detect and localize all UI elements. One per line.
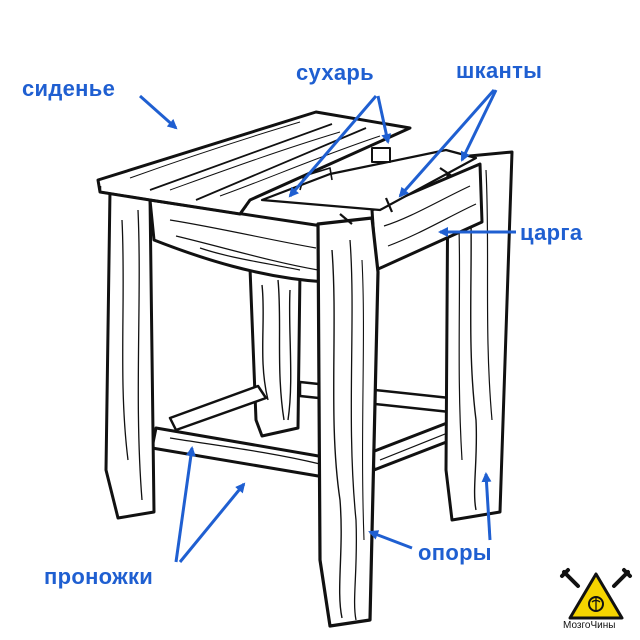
label-rungs: проножки	[44, 564, 154, 589]
arrow-dowels-2	[460, 89, 498, 162]
arrow-rungs-2	[178, 482, 246, 563]
rung-back	[168, 380, 452, 432]
rung-front	[150, 426, 332, 480]
right-leg	[444, 150, 514, 522]
label-cracker: сухарь	[296, 60, 374, 85]
brain-warning-wrench-icon	[560, 568, 632, 620]
left-leg	[104, 188, 156, 520]
logo-text: МозгоЧины	[563, 620, 616, 631]
arrow-rungs-1	[174, 446, 196, 563]
arrow-legs-1	[368, 530, 413, 550]
label-seat: сиденье	[22, 76, 116, 101]
arrow-cracker-2	[376, 95, 392, 144]
arrow-cracker-1	[288, 95, 378, 198]
pointer-arrows	[139, 89, 516, 563]
label-legs: опоры	[418, 540, 492, 565]
front-leg	[316, 216, 380, 628]
stool-illustration	[96, 110, 514, 628]
arrow-dowels-1	[398, 89, 496, 198]
label-apron: царга	[520, 220, 583, 245]
label-dowels: шканты	[456, 58, 543, 83]
arrow-legs-2	[481, 472, 492, 541]
arrow-seat	[139, 94, 178, 130]
back-leg	[248, 266, 302, 438]
